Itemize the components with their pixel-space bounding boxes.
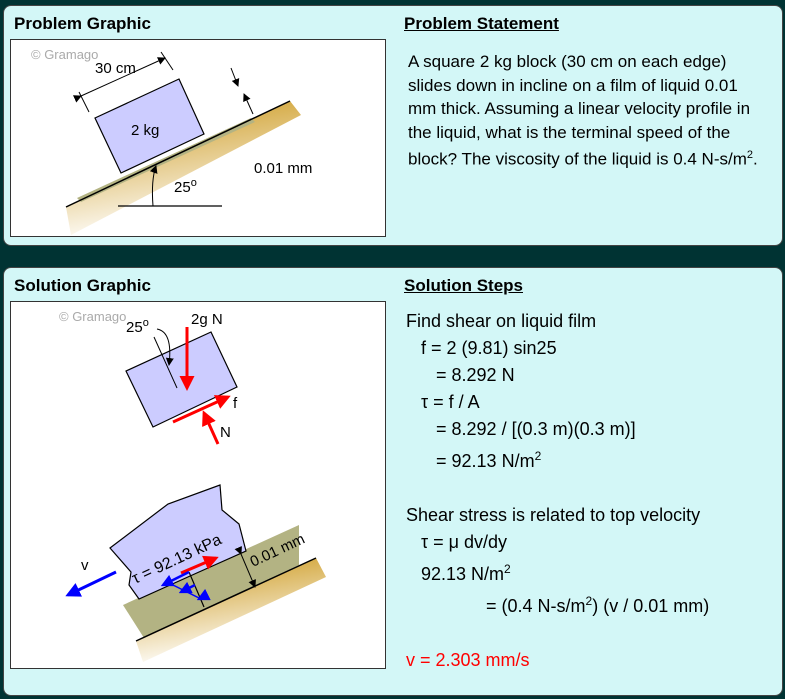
svg-text:f: f (233, 395, 238, 412)
free-body-diagram: © Gramago 25o 2g N f N 0.01 mm τ = 92.13… (59, 309, 326, 662)
solution-steps: Find shear on liquid film f = 2 (9.81) s… (406, 308, 709, 674)
problem-graphic-title: Problem Graphic (14, 14, 151, 33)
ground (66, 101, 301, 235)
velocity-arrow (65, 570, 117, 597)
problem-statement: A square 2 kg block (30 cm on each edge)… (408, 52, 758, 169)
svg-text:25o: 25o (126, 317, 149, 336)
problem-graphic: © Gramago 30 cm 2 kg 0.01 mm 25o (10, 39, 386, 237)
svg-text:25o: 25o (174, 177, 197, 196)
svg-text:2g N: 2g N (191, 311, 223, 328)
incline-diagram: © Gramago 30 cm 2 kg 0.01 mm 25o (31, 47, 312, 235)
ground (136, 558, 326, 662)
friction-arrow (172, 395, 231, 424)
svg-text:v: v (81, 557, 89, 574)
answer: v = 2.303 mm/s (406, 650, 530, 670)
solution-graphic-title: Solution Graphic (14, 276, 151, 295)
svg-text:N: N (220, 424, 231, 441)
svg-text:30 cm: 30 cm (95, 60, 136, 77)
svg-text:© Gramago: © Gramago (31, 47, 98, 62)
svg-text:© Gramago: © Gramago (59, 309, 126, 324)
solution-steps-title: Solution Steps (404, 276, 523, 295)
problem-statement-title: Problem Statement (404, 14, 559, 33)
block (125, 331, 238, 428)
svg-text:0.01 mm: 0.01 mm (254, 160, 312, 177)
solution-graphic: © Gramago 25o 2g N f N 0.01 mm τ = 92.13… (10, 301, 386, 669)
svg-text:2 kg: 2 kg (131, 122, 159, 139)
normal-arrow (202, 410, 220, 445)
